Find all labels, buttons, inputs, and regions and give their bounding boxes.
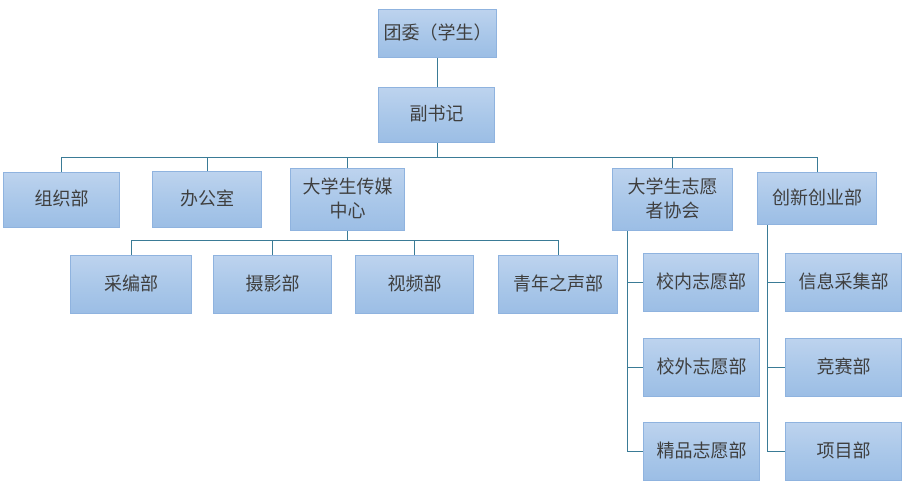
org-node-offcampus-volunteer: 校外志愿部 xyxy=(643,338,760,397)
org-node-project-dept: 项目部 xyxy=(785,422,902,481)
org-node-competition-dept: 竞赛部 xyxy=(785,338,902,397)
org-node-youth-voice-dept: 青年之声部 xyxy=(498,255,618,314)
org-node-volunteer-assoc: 大学生志愿 者协会 xyxy=(612,168,733,231)
connector-line xyxy=(817,157,818,172)
org-node-info-collection: 信息采集部 xyxy=(785,253,902,312)
connector-line xyxy=(61,157,817,158)
org-node-photography-dept: 摄影部 xyxy=(213,255,332,314)
org-node-oncampus-volunteer: 校内志愿部 xyxy=(643,253,759,312)
connector-line xyxy=(767,451,785,452)
connector-line xyxy=(131,240,558,241)
connector-line xyxy=(627,282,643,283)
connector-line xyxy=(627,367,643,368)
connector-line xyxy=(131,240,132,255)
connector-line xyxy=(437,58,438,87)
connector-line xyxy=(272,240,273,255)
org-node-video-dept: 视频部 xyxy=(355,255,474,314)
connector-line xyxy=(414,240,415,255)
connector-line xyxy=(627,231,628,451)
connector-line xyxy=(347,231,348,240)
connector-line xyxy=(558,240,559,255)
org-node-deputy-secretary: 副书记 xyxy=(378,87,495,143)
connector-line xyxy=(672,157,673,168)
org-node-premium-volunteer: 精品志愿部 xyxy=(643,422,760,481)
connector-line xyxy=(767,225,768,451)
org-node-office: 办公室 xyxy=(152,171,262,228)
connector-line xyxy=(437,143,438,157)
org-node-editorial-dept: 采编部 xyxy=(70,255,192,314)
org-node-organization-dept: 组织部 xyxy=(3,172,120,228)
org-node-media-center: 大学生传媒 中心 xyxy=(290,168,405,231)
connector-line xyxy=(767,282,785,283)
org-node-committee: 团委（学生） xyxy=(378,9,497,58)
connector-line xyxy=(627,451,643,452)
connector-line xyxy=(767,367,785,368)
connector-line xyxy=(347,157,348,168)
org-node-innovation-dept: 创新创业部 xyxy=(757,172,877,225)
connector-line xyxy=(207,157,208,171)
connector-line xyxy=(61,157,62,172)
